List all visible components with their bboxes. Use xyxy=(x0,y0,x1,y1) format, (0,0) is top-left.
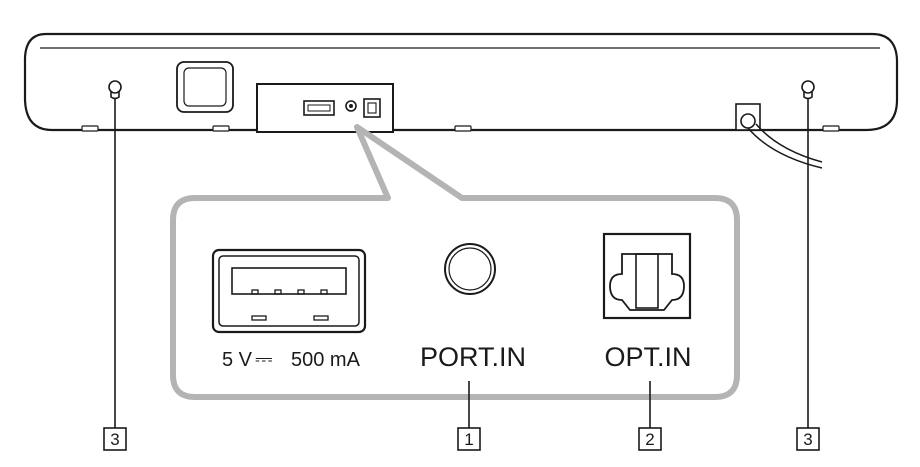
marker-3-right-number: 3 xyxy=(803,430,812,449)
usb-rating-right: 500 mA xyxy=(291,349,361,371)
marker-1-number: 1 xyxy=(464,430,473,449)
marker-1: 1 xyxy=(457,427,481,451)
leader-lines xyxy=(114,98,809,428)
marker-2-number: 2 xyxy=(645,430,654,449)
marker-2: 2 xyxy=(638,427,662,451)
power-cord xyxy=(735,103,823,169)
usb-port-icon xyxy=(211,248,367,334)
soundbar-body xyxy=(23,32,899,132)
port-in-jack-icon xyxy=(444,243,496,295)
rear-square-button xyxy=(176,61,234,113)
marker-3-right: 3 xyxy=(796,427,820,451)
port-in-label: PORT.IN xyxy=(420,342,526,372)
marker-3-left: 3 xyxy=(103,427,127,451)
callout-bubble xyxy=(170,124,740,400)
dc-symbol: ⎓ xyxy=(255,346,273,371)
optical-in-port-icon xyxy=(602,232,692,320)
marker-3-left-number: 3 xyxy=(110,430,119,449)
usb-rating-left: 5 V xyxy=(222,349,253,371)
opt-in-label: OPT.IN xyxy=(604,342,691,372)
connector-panel-small xyxy=(256,83,394,133)
